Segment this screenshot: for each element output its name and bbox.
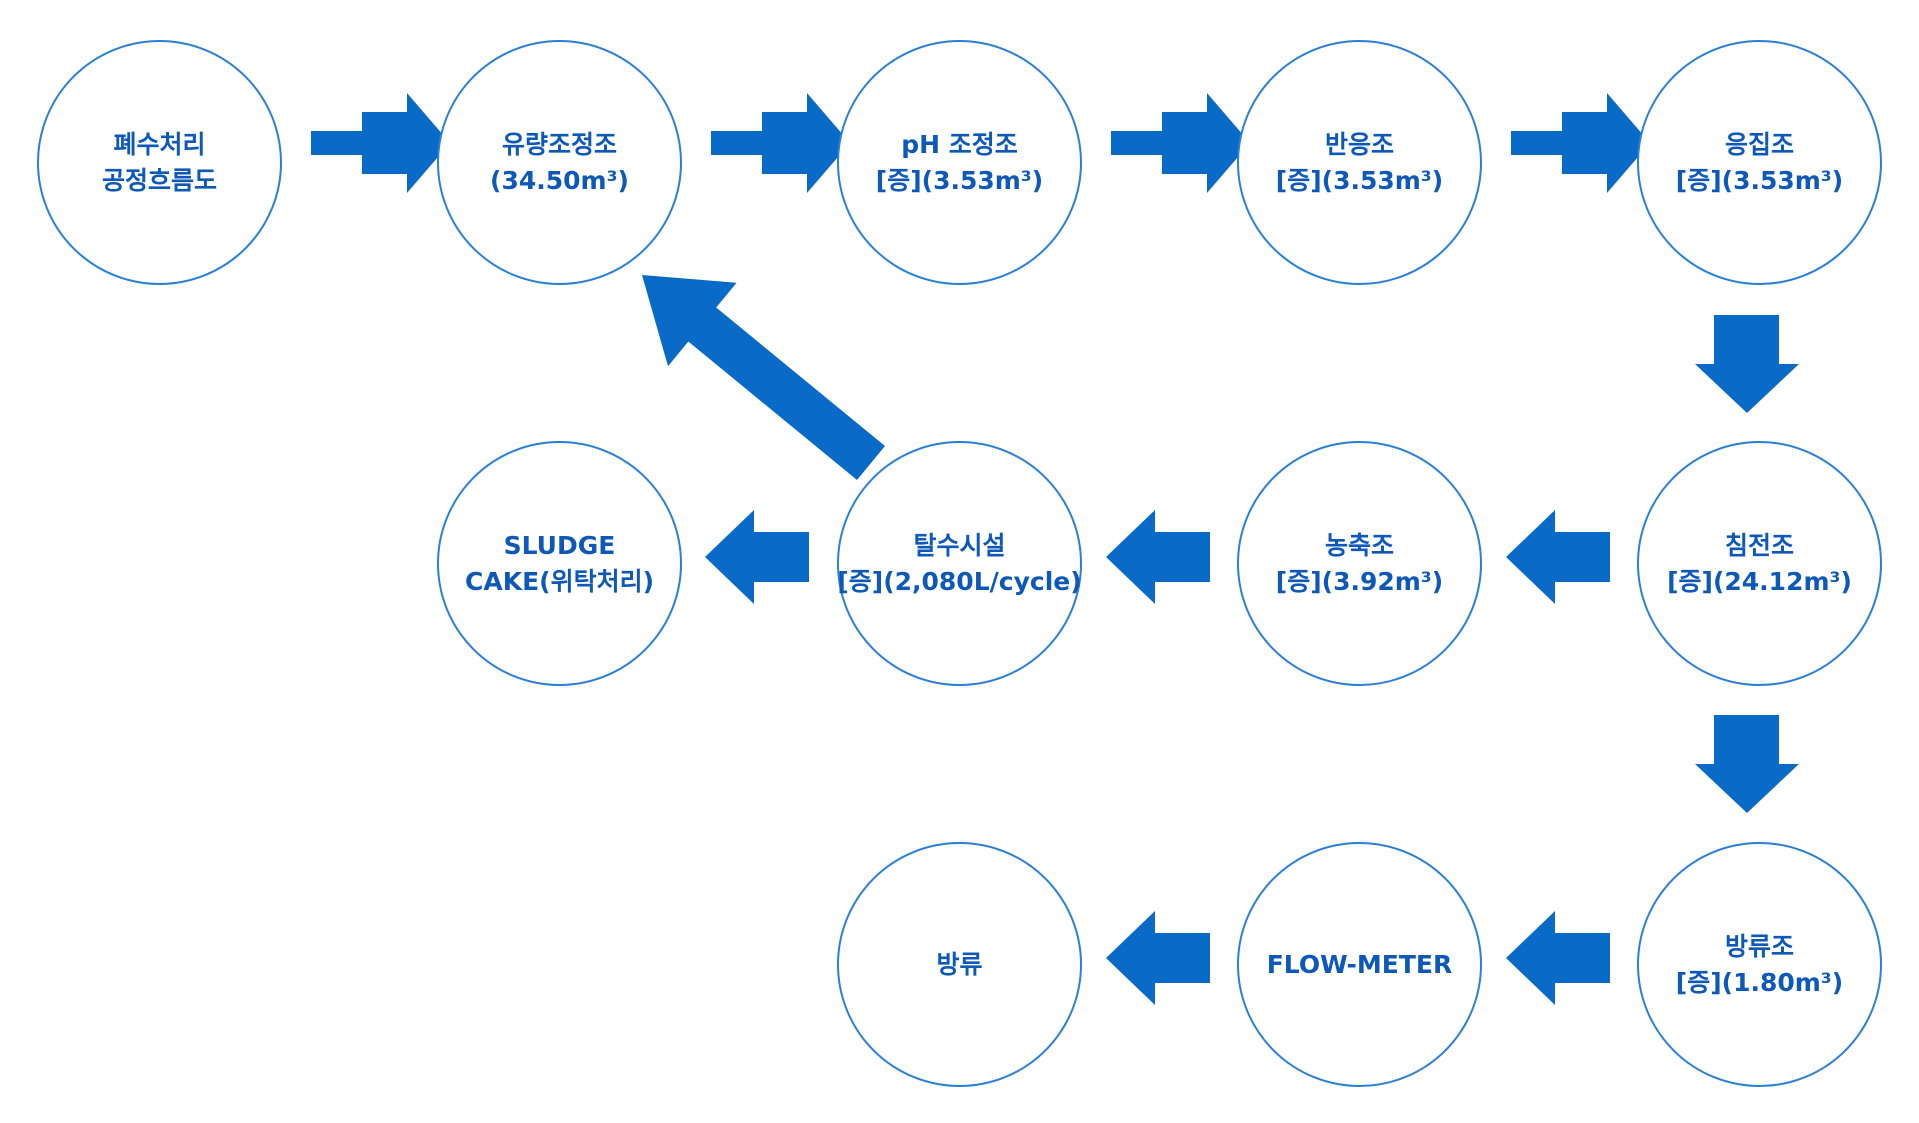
node-reaction: 반응조 [증](3.53m³): [1237, 40, 1482, 285]
thickener-volume: [증](3.92m³): [1275, 566, 1444, 596]
arrow-left-1: [1506, 510, 1610, 604]
flow-equalization-volume: (34.50m³): [490, 165, 629, 195]
ph-adjustment-volume: [증](3.53m³): [875, 165, 1044, 195]
sludge-cake-line1: SLUDGE: [503, 530, 616, 560]
arrow-right-4: [1511, 93, 1650, 193]
ph-adjustment-name: pH 조정조: [901, 129, 1018, 159]
reaction-name: 반응조: [1324, 129, 1394, 159]
discharge-tank-volume: [증](1.80m³): [1675, 967, 1844, 997]
arrow-right-2: [711, 93, 850, 193]
arrow-down-1: [1695, 315, 1799, 413]
discharge-name: 방류: [936, 949, 983, 979]
node-coagulation: 응집조 [증](3.53m³): [1637, 40, 1882, 285]
node-thickener: 농축조 [증](3.92m³): [1237, 441, 1482, 686]
sludge-cake-line2: CAKE(위탁처리): [465, 566, 654, 596]
title-line2: 공정흐름도: [101, 165, 217, 195]
coagulation-volume: [증](3.53m³): [1675, 165, 1844, 195]
arrow-right-1: [311, 93, 450, 193]
arrow-diagonal-return: [642, 275, 885, 480]
node-flow-equalization: 유량조정조 (34.50m³): [437, 40, 682, 285]
arrow-down-2: [1695, 715, 1799, 813]
arrow-left-4: [1506, 911, 1610, 1005]
node-flow-meter: FLOW-METER: [1237, 842, 1482, 1087]
flow-meter-name: FLOW-METER: [1266, 949, 1453, 979]
dewatering-capacity: [증](2,080L/cycle): [837, 566, 1082, 596]
arrow-left-3: [705, 510, 809, 604]
node-dewatering: 탈수시설 [증](2,080L/cycle): [837, 441, 1082, 686]
node-discharge: 방류: [837, 842, 1082, 1087]
dewatering-name: 탈수시설: [913, 530, 1006, 560]
thickener-name: 농축조: [1324, 530, 1394, 560]
arrow-left-5: [1106, 911, 1210, 1005]
node-sludge-cake: SLUDGE CAKE(위탁처리): [437, 441, 682, 686]
arrow-right-3: [1111, 93, 1250, 193]
node-title: 폐수처리 공정흐름도: [37, 40, 282, 285]
coagulation-name: 응집조: [1724, 129, 1794, 159]
node-discharge-tank: 방류조 [증](1.80m³): [1637, 842, 1882, 1087]
reaction-volume: [증](3.53m³): [1275, 165, 1444, 195]
title-line1: 폐수처리: [113, 129, 206, 159]
sedimentation-volume: [증](24.12m³): [1667, 566, 1852, 596]
flow-equalization-name: 유량조정조: [501, 129, 617, 159]
node-sedimentation: 침전조 [증](24.12m³): [1637, 441, 1882, 686]
arrow-left-2: [1106, 510, 1210, 604]
sedimentation-name: 침전조: [1724, 530, 1794, 560]
node-ph-adjustment: pH 조정조 [증](3.53m³): [837, 40, 1082, 285]
discharge-tank-name: 방류조: [1724, 931, 1794, 961]
